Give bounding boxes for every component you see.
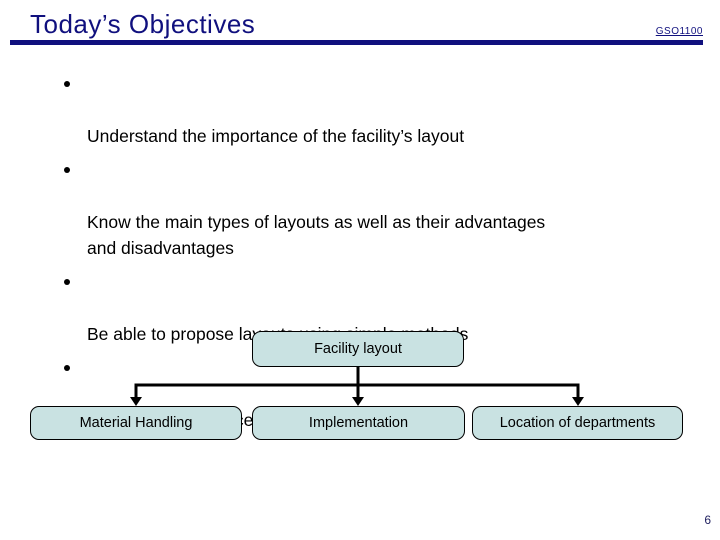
bullet-icon xyxy=(64,365,70,371)
facility-layout-diagram: Facility layout Material Handling Implem… xyxy=(0,320,720,460)
left-arrowhead-icon xyxy=(130,397,142,406)
bullet-icon xyxy=(64,167,70,173)
page-title: Today’s Objectives xyxy=(30,9,256,39)
right-arrowhead-icon xyxy=(572,397,584,406)
material-handling-box: Material Handling xyxy=(30,406,242,440)
facility-layout-box: Facility layout xyxy=(252,331,464,367)
objective-text: Understand the importance of the facilit… xyxy=(87,126,465,146)
page-number: 6 xyxy=(704,513,711,527)
objective-text: Know the main types of layouts as well a… xyxy=(87,212,546,258)
objective-item: Understand the importance of the facilit… xyxy=(63,71,673,149)
course-code-label: GSO1100 xyxy=(655,26,703,37)
title-underline-rule xyxy=(10,40,703,45)
objective-item: Know the main types of layouts as well a… xyxy=(63,157,673,261)
bullet-icon xyxy=(64,279,70,285)
implementation-box: Implementation xyxy=(252,406,465,440)
center-arrowhead-icon xyxy=(352,397,364,406)
connector-lines xyxy=(130,367,584,406)
bullet-icon xyxy=(64,81,70,87)
location-of-departments-box: Location of departments xyxy=(472,406,683,440)
objectives-list: Understand the importance of the facilit… xyxy=(63,71,673,441)
